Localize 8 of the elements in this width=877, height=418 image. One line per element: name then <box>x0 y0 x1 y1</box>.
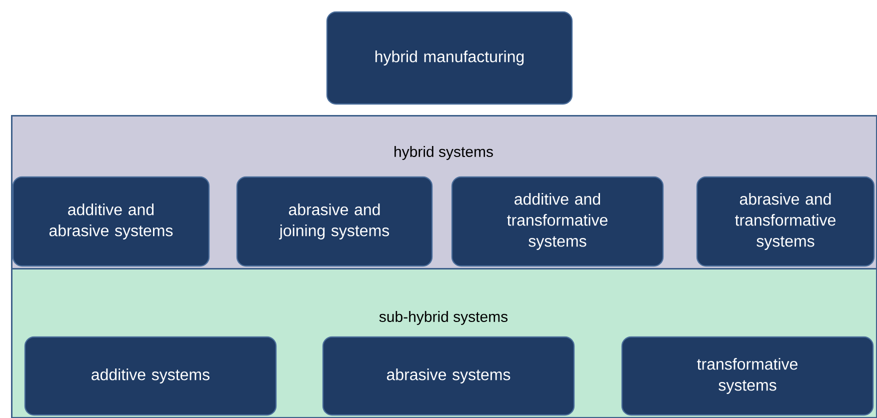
process-box: hybrid manufacturing <box>326 11 573 105</box>
process-box: abrasive systems <box>322 336 575 416</box>
process-box: transformative systems <box>621 336 874 416</box>
process-box: additive systems <box>24 336 277 416</box>
process-box: abrasive and joining systems <box>236 176 433 267</box>
process-box: additive and abrasive systems <box>12 176 210 267</box>
process-box: additive and transformative systems <box>451 176 664 267</box>
process-box: abrasive and transformative systems <box>696 176 875 267</box>
